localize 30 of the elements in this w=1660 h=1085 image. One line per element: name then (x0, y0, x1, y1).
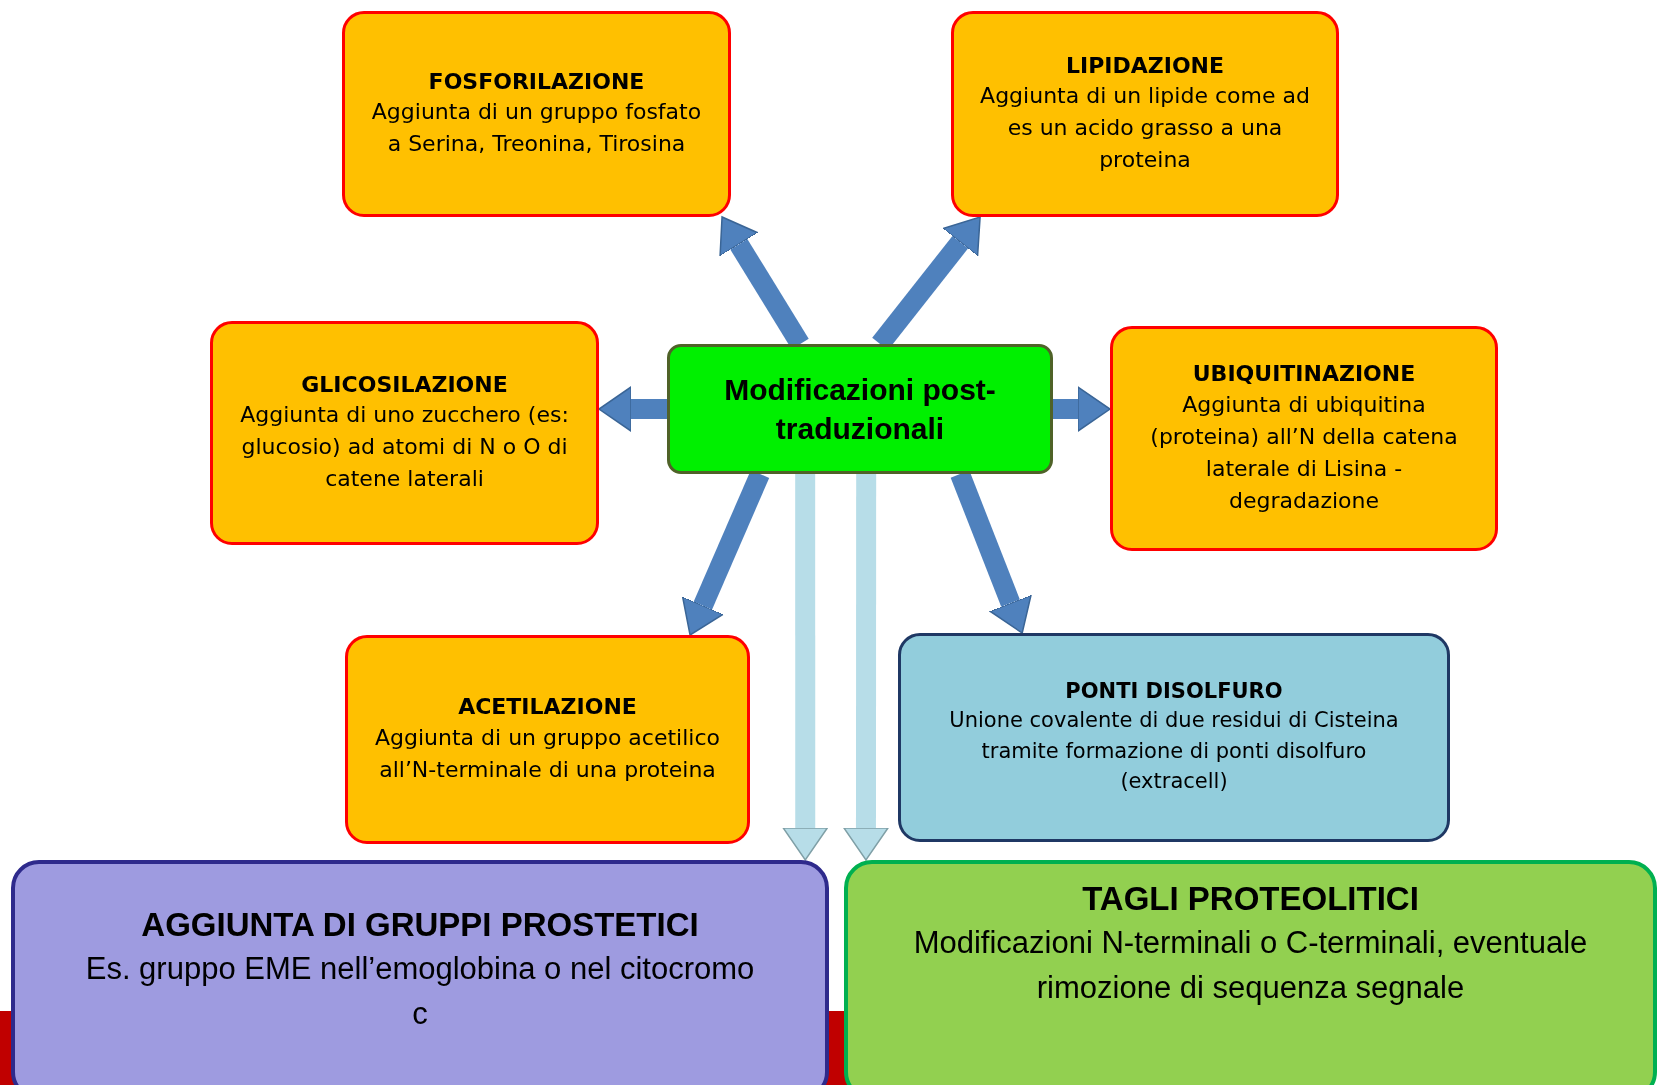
box-heading: TAGLI PROTEOLITICI (1082, 879, 1419, 919)
description-text: Aggiunta di ubiquitina (proteina) all’N della catena laterale di Lisina - degradazione (1149, 391, 1459, 515)
description-text: Aggiunta di uno zucchero (es: glucosio) ad atomi di N o O di catene laterali (239, 401, 570, 494)
description-text: Aggiunta di un gruppo acetilico all’N-terminale di una proteina (374, 723, 721, 784)
info-box (342, 11, 731, 217)
description-text: Modificazioni N-terminali o C-terminali, eventuale rimozione di sequenza segnale (912, 923, 1589, 1007)
info-box (898, 633, 1450, 842)
info-box (345, 635, 750, 844)
box-heading: AGGIUNTA DI GRUPPI PROSTETICI (141, 905, 699, 945)
info-box (210, 321, 599, 545)
box-heading: GLICOSILAZIONE (301, 370, 508, 399)
title-text: Modificazioni post-traduzionali (723, 372, 997, 447)
info-box (951, 11, 1339, 217)
box-heading: LIPIDAZIONE (1065, 51, 1225, 80)
info-box (11, 860, 829, 1085)
box-heading: FOSFORILAZIONE (428, 67, 645, 96)
central-box (667, 344, 1053, 474)
description-text: Es. gruppo EME nell’emoglobina o nel citocromo c (84, 949, 756, 1033)
box-heading: ACETILAZIONE (458, 693, 637, 722)
description-text: Aggiunta di un lipide come ad es un acido grasso a una proteina (979, 82, 1311, 175)
description-text: Aggiunta di un gruppo fosfato a Serina, Treonina, Tirosina (370, 98, 703, 159)
block-arrow (843, 473, 889, 861)
box-heading: UBIQUITINAZIONE (1192, 360, 1416, 389)
block-arrow (1053, 386, 1111, 432)
block-arrow (782, 474, 828, 861)
info-box (1110, 326, 1498, 551)
block-arrow (598, 386, 667, 432)
description-text: Unione covalente di due residui di Cisteina tramite formazione di ponti disolfuro (extracell) (948, 707, 1400, 796)
info-box (844, 860, 1657, 1085)
box-heading: PONTI DISOLFURO (1065, 678, 1283, 706)
